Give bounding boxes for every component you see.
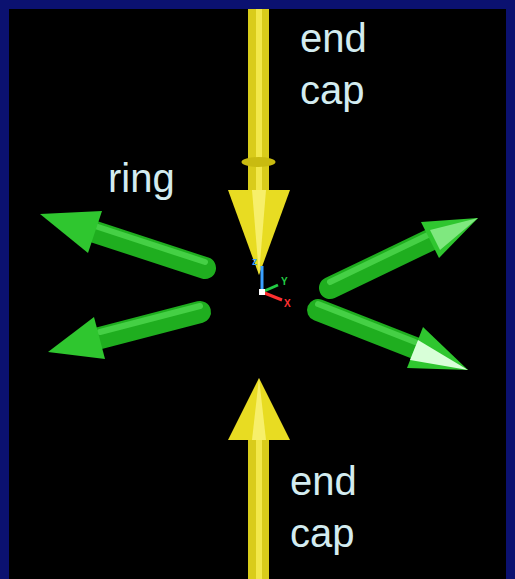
axis-label: Y — [281, 276, 288, 287]
electrode-label: end cap — [290, 455, 380, 559]
electrode-label: ring — [108, 152, 175, 204]
axis-label: z — [252, 256, 257, 267]
axis-label: X — [284, 298, 291, 309]
electrode-label: end cap — [300, 12, 390, 116]
